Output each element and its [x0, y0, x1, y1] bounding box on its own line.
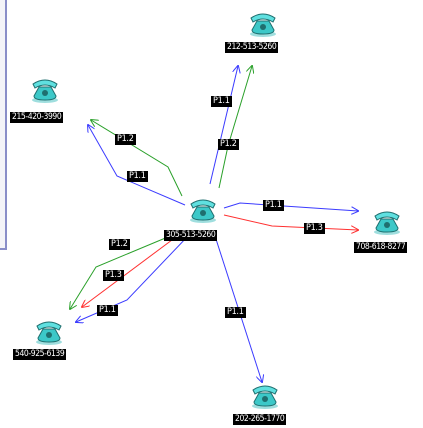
phone-icon[interactable]: [250, 382, 280, 410]
side-panel-edge: [0, 0, 7, 250]
link-label: P1.1: [97, 305, 118, 316]
link-to-lowerleft-p12: [70, 233, 176, 309]
link-label: P1.1: [263, 200, 284, 211]
link-label: P1.2: [115, 134, 136, 145]
phone-icon[interactable]: [34, 318, 64, 346]
link-to-right-p11: [223, 202, 358, 211]
link-label: P1.2: [109, 239, 130, 250]
link-label: P1.1: [225, 307, 246, 318]
center-phone-number: 305-513-5260: [164, 230, 218, 241]
link-label: P1.1: [211, 96, 232, 107]
link-to-upperleft-p11: [88, 125, 186, 206]
phone-icon[interactable]: [188, 196, 218, 224]
link-label: P1.3: [304, 223, 325, 234]
link-label: P1.1: [127, 171, 148, 182]
phone-number-label: 540-925-6139: [13, 349, 67, 360]
link-label: P1.3: [103, 270, 124, 281]
link-label: P1.2: [218, 139, 239, 150]
phone-number-label: 215-420-3990: [10, 112, 64, 123]
phone-icon[interactable]: [248, 10, 278, 38]
phone-number-label: 212-513-5260: [225, 42, 279, 53]
phone-icon[interactable]: [30, 76, 60, 104]
phone-icon[interactable]: [372, 208, 402, 236]
phone-number-label: 202-265-1770: [233, 414, 287, 425]
phone-number-label: 708-618-8277: [354, 242, 408, 253]
link-to-right-p13: [223, 214, 358, 230]
link-to-top-p11: [209, 66, 238, 185]
link-to-lowerleft-p13: [82, 233, 181, 307]
link-to-lowerleft-p11: [76, 235, 189, 322]
